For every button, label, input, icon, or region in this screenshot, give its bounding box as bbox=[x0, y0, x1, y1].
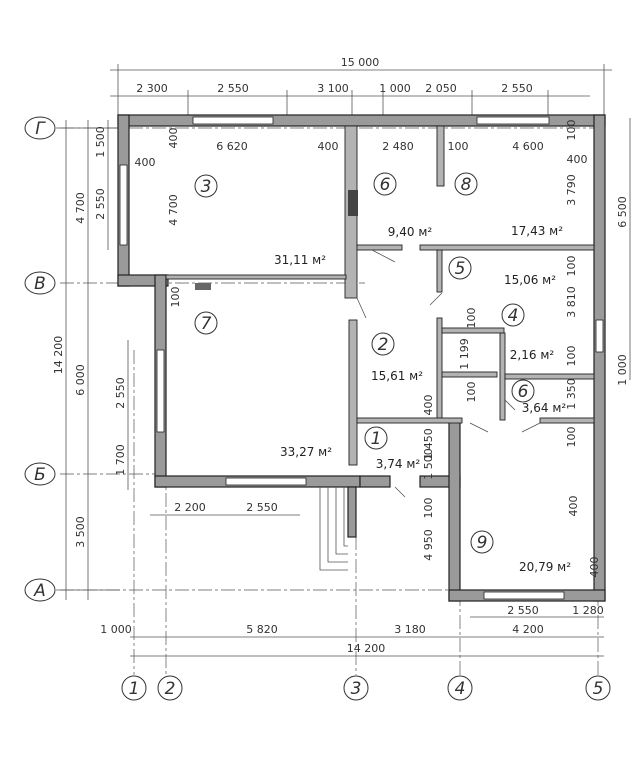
rooms: 3 31,11 м² 6 9,40 м² 8 17,43 м² 5 15,06 … bbox=[194, 172, 571, 574]
dim-label: 1 450 bbox=[422, 428, 435, 460]
axis-letter: В bbox=[34, 274, 46, 294]
room-number: 8 bbox=[461, 175, 472, 195]
room-number: 9 bbox=[477, 533, 488, 553]
room-area: 17,43 м² bbox=[511, 224, 563, 238]
dim-label: 3 810 bbox=[565, 286, 578, 318]
dim-label: 100 bbox=[169, 287, 182, 308]
room-number: 5 bbox=[455, 259, 466, 279]
dim-label: 100 bbox=[422, 498, 435, 519]
dim-label: 6 620 bbox=[216, 140, 248, 153]
dim-label: 100 bbox=[465, 382, 478, 403]
room-number: 1 bbox=[371, 429, 382, 449]
dim-label: 6 500 bbox=[616, 196, 629, 228]
interior-walls bbox=[165, 125, 595, 466]
dim-label: 400 bbox=[135, 156, 156, 169]
dim-left-total: 14 200 bbox=[52, 336, 65, 375]
room-area: 9,40 м² bbox=[388, 225, 433, 239]
stove-icon bbox=[348, 190, 358, 216]
axis-number: 5 bbox=[593, 679, 604, 699]
room-number: 3 bbox=[201, 177, 212, 197]
dim-label: 4 700 bbox=[167, 194, 180, 226]
dim-label: 2 550 bbox=[507, 604, 539, 617]
dim-label: 100 bbox=[565, 346, 578, 367]
dim-label: 4 950 bbox=[422, 529, 435, 561]
porch-steps bbox=[319, 487, 348, 571]
room-area: 20,79 м² bbox=[519, 560, 571, 574]
dim-label: 3 500 bbox=[74, 516, 87, 548]
dim-label: 2 300 bbox=[136, 82, 168, 95]
dim-label: 1 500 bbox=[94, 126, 107, 158]
dim-label: 1 700 bbox=[114, 444, 127, 476]
room-number: 6 bbox=[518, 382, 529, 402]
dim-label: 1 000 bbox=[379, 82, 411, 95]
axis-letter: Б bbox=[34, 465, 46, 485]
dim-label: 2 550 bbox=[217, 82, 249, 95]
axis-letter: Г bbox=[35, 119, 46, 139]
axis-letter: А bbox=[33, 581, 46, 601]
dim-label: 4 600 bbox=[512, 140, 544, 153]
dim-label: 400 bbox=[422, 395, 435, 416]
dim-label: 400 bbox=[567, 496, 580, 517]
dim-label: 400 bbox=[167, 128, 180, 149]
dim-label: 2 550 bbox=[246, 501, 278, 514]
room-number: 6 bbox=[380, 175, 391, 195]
axis-number: 1 bbox=[129, 679, 140, 699]
dim-label: 1 350 bbox=[565, 378, 578, 410]
dim-label: 100 bbox=[565, 427, 578, 448]
dim-label: 2 550 bbox=[94, 188, 107, 220]
dim-label: 2 050 bbox=[425, 82, 457, 95]
dim-label: 1 199 bbox=[458, 338, 471, 370]
room-area: 33,27 м² bbox=[280, 445, 332, 459]
dim-label: 2 480 bbox=[382, 140, 414, 153]
right-dimensions: 6 500 1 000 bbox=[616, 196, 629, 386]
bottom-dimensions: 1 000 5 820 3 180 4 200 14 200 2 550 1 2… bbox=[100, 501, 604, 655]
dim-label: 1 000 bbox=[616, 354, 629, 386]
windows bbox=[119, 116, 604, 600]
dim-label: 6 000 bbox=[74, 364, 87, 396]
dim-top-total: 15 000 bbox=[341, 56, 380, 69]
room-area: 3,64 м² bbox=[522, 401, 567, 415]
top-dimensions: 15 000 2 300 2 550 3 100 1 000 2 050 2 5… bbox=[136, 56, 544, 153]
room-area: 3,74 м² bbox=[376, 457, 421, 471]
dim-label: 100 bbox=[565, 120, 578, 141]
dim-label: 3 100 bbox=[317, 82, 349, 95]
left-dimensions: 14 200 4 700 6 000 3 500 1 500 2 550 2 5… bbox=[52, 126, 127, 548]
dimension-lines bbox=[56, 64, 631, 657]
dim-label: 100 bbox=[465, 308, 478, 329]
dim-label: 100 bbox=[448, 140, 469, 153]
dim-label: 400 bbox=[588, 557, 601, 578]
dim-label: 4 700 bbox=[74, 192, 87, 224]
dim-label: 1 280 bbox=[572, 604, 604, 617]
axis-numbers: 1 2 3 4 5 bbox=[121, 675, 611, 701]
dim-bottom-total: 14 200 bbox=[347, 642, 386, 655]
room-area: 15,06 м² bbox=[504, 273, 556, 287]
dim-label: 1 000 bbox=[100, 623, 132, 636]
dim-label: 3 180 bbox=[394, 623, 426, 636]
room-number: 7 bbox=[201, 314, 212, 334]
axis-number: 2 bbox=[165, 679, 176, 699]
room-number: 4 bbox=[508, 306, 519, 326]
room-area: 31,11 м² bbox=[274, 253, 326, 267]
radiator-icon bbox=[195, 283, 211, 290]
axis-number: 3 bbox=[351, 679, 362, 699]
inner-dimensions: 400 400 400 4 700 100 3 790 100 3 810 10… bbox=[135, 120, 602, 578]
dim-label: 2 550 bbox=[501, 82, 533, 95]
dim-label: 3 790 bbox=[565, 174, 578, 206]
axis-number: 4 bbox=[455, 679, 466, 699]
room-area: 15,61 м² bbox=[371, 369, 423, 383]
dim-label: 2 550 bbox=[114, 377, 127, 409]
dim-label: 1 500 bbox=[422, 448, 435, 480]
dim-label: 4 200 bbox=[512, 623, 544, 636]
room-number: 2 bbox=[378, 335, 389, 355]
dim-label: 400 bbox=[567, 153, 588, 166]
dim-label: 2 200 bbox=[174, 501, 206, 514]
doors bbox=[356, 249, 541, 498]
room-area: 2,16 м² bbox=[510, 348, 555, 362]
dim-label: 5 820 bbox=[246, 623, 278, 636]
dim-label: 400 bbox=[318, 140, 339, 153]
axis-letters: Г В Б А bbox=[24, 116, 56, 602]
dim-label: 100 bbox=[565, 256, 578, 277]
